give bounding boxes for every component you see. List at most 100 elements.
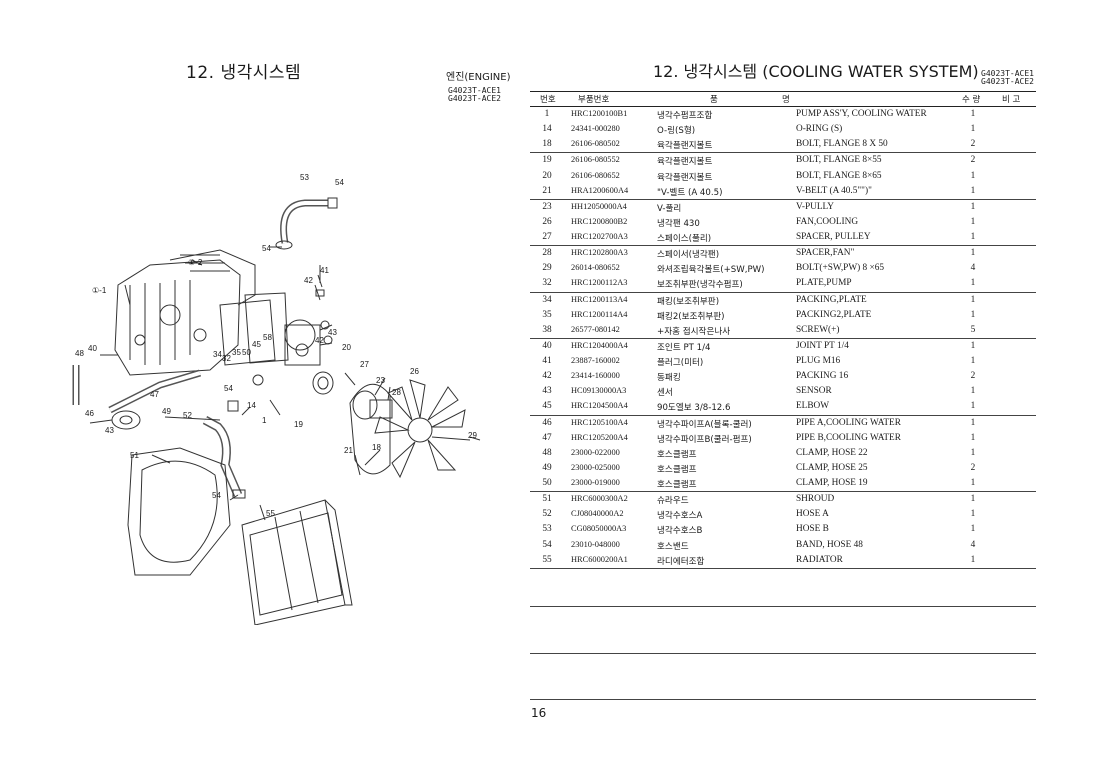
cell-qty: 1: [970, 524, 976, 535]
cell-no: 48: [542, 447, 552, 458]
cell-name-en: SENSOR: [796, 386, 832, 397]
cell-qty: 2: [970, 462, 976, 473]
cell-name-kr: O-링(S형): [657, 126, 696, 137]
cell-name-en: SPACER, PULLEY: [796, 232, 871, 242]
cell-name-kr: 냉각수파이프B(쿨러-펌프): [657, 434, 752, 445]
cell-name-kr: 냉각수파이프A(블록-쿨러): [657, 419, 752, 430]
cell-name-en: PIPE B,COOLING WATER: [796, 432, 901, 443]
cell-name-kr: 조인트 PT 1/4: [657, 342, 711, 353]
header-name-kr: 품: [710, 95, 718, 105]
cell-name-en: O-RING (S): [796, 124, 843, 135]
hose-band-icon: [327, 197, 338, 209]
cell-no: 28: [542, 248, 552, 259]
cell-name-en: BOLT, FLANGE 8 X 50: [796, 139, 888, 150]
cell-qty: 1: [970, 109, 976, 119]
cell-part-no: HRC1200114A4: [571, 309, 628, 319]
cell-name-kr: 육각플랜지볼트: [657, 141, 713, 152]
cell-part-no: 26106-080502: [571, 139, 620, 149]
cell-name-kr: 육각플랜지볼트: [657, 157, 713, 168]
callout-label: 42: [315, 336, 324, 345]
callout-label: 20: [342, 343, 351, 352]
cell-qty: 1: [970, 201, 976, 212]
cell-part-no: HRC1202800A3: [571, 248, 628, 258]
header-no: 번호: [540, 95, 556, 105]
engine-label: 엔진(ENGINE): [446, 72, 511, 83]
cell-part-no: CJ08040000A2: [571, 509, 624, 519]
cooling-system-diagram: 53 54 54 ①-2 ①-1 41 42 43 42 20 58 45 34…: [72, 173, 481, 625]
cell-no: 50: [542, 478, 552, 488]
cell-part-no: HRC6000300A2: [571, 494, 628, 504]
cell-name-kr: 와셔조립육각볼트(+SW,PW): [657, 265, 765, 276]
cell-qty: 1: [970, 340, 976, 351]
model-code: G4023T-ACE2: [448, 94, 501, 103]
cell-name-en: SHROUD: [796, 494, 835, 505]
callout-label: 48: [75, 349, 84, 358]
cell-no: 29: [542, 263, 552, 274]
cell-name-kr: 라디에터조합: [657, 556, 705, 567]
callout-label: 51: [130, 451, 139, 460]
callout-label: 54: [224, 384, 233, 393]
cell-name-en: RADIATOR: [796, 554, 843, 565]
cell-qty: 2: [970, 371, 976, 382]
cell-name-en: PLUG M16: [796, 356, 841, 366]
cell-name-kr: 스페이스(풀리): [657, 234, 712, 244]
callout-label: 40: [88, 344, 97, 353]
cell-qty: 2: [970, 139, 976, 150]
cell-qty: 1: [970, 417, 976, 428]
cell-qty: 4: [970, 263, 976, 274]
cell-no: 49: [542, 462, 552, 473]
cell-part-no: HRC1205100A4: [571, 417, 628, 427]
cell-qty: 1: [970, 432, 976, 443]
cell-part-no: 23000-019000: [571, 478, 620, 487]
cell-part-no: HRA1200600A4: [571, 185, 629, 195]
cell-qty: 1: [970, 278, 976, 289]
callout-label: 41: [320, 266, 329, 275]
callout-label: 35: [232, 348, 241, 357]
model-code: G4023T-ACE1: [981, 69, 1034, 78]
callout-label: 1: [262, 416, 267, 425]
callout-label: ①-1: [92, 286, 107, 295]
cell-part-no: 26577-080142: [571, 324, 620, 334]
header-remark: 비 고: [1002, 95, 1021, 105]
cell-no: 18: [542, 139, 552, 150]
cell-name-en: HOSE A: [796, 509, 829, 520]
cell-part-no: 26014-080652: [571, 263, 620, 273]
cell-part-no: HRC1202700A3: [571, 232, 628, 241]
callout-label: 46: [85, 409, 94, 418]
cell-qty: 1: [970, 232, 976, 242]
cell-qty: 1: [970, 386, 976, 397]
left-model-codes: G4023T-ACE1 G4023T-ACE2: [448, 87, 501, 103]
cell-name-en: CLAMP, HOSE 19: [796, 478, 868, 488]
callout-label: 23: [376, 376, 385, 385]
callout-label: ①-2: [188, 258, 203, 267]
callout-label: 18: [372, 443, 381, 452]
callout-label: 54: [335, 178, 344, 187]
cell-name-en: PACKING,PLATE: [796, 294, 867, 305]
cell-qty: 5: [970, 324, 976, 335]
cell-name-en: FAN,COOLING: [796, 216, 859, 227]
cell-part-no: HRC1200100B1: [571, 109, 628, 118]
callout-label: 49: [162, 407, 171, 416]
cell-name-en: BOLT(+SW,PW) 8 ×65: [796, 263, 885, 274]
header-name-en: 명: [782, 95, 790, 105]
cell-no: 42: [542, 371, 552, 382]
cell-no: 51: [542, 494, 552, 505]
cell-part-no: HRC1204500A4: [571, 401, 628, 411]
cell-part-no: HRC1200113A4: [571, 294, 628, 304]
cell-name-kr: 호스클램프: [657, 464, 697, 475]
cell-name-kr: 호스밴드: [657, 541, 689, 552]
callout-label: 27: [360, 360, 369, 369]
callout-label: 54: [262, 244, 271, 253]
